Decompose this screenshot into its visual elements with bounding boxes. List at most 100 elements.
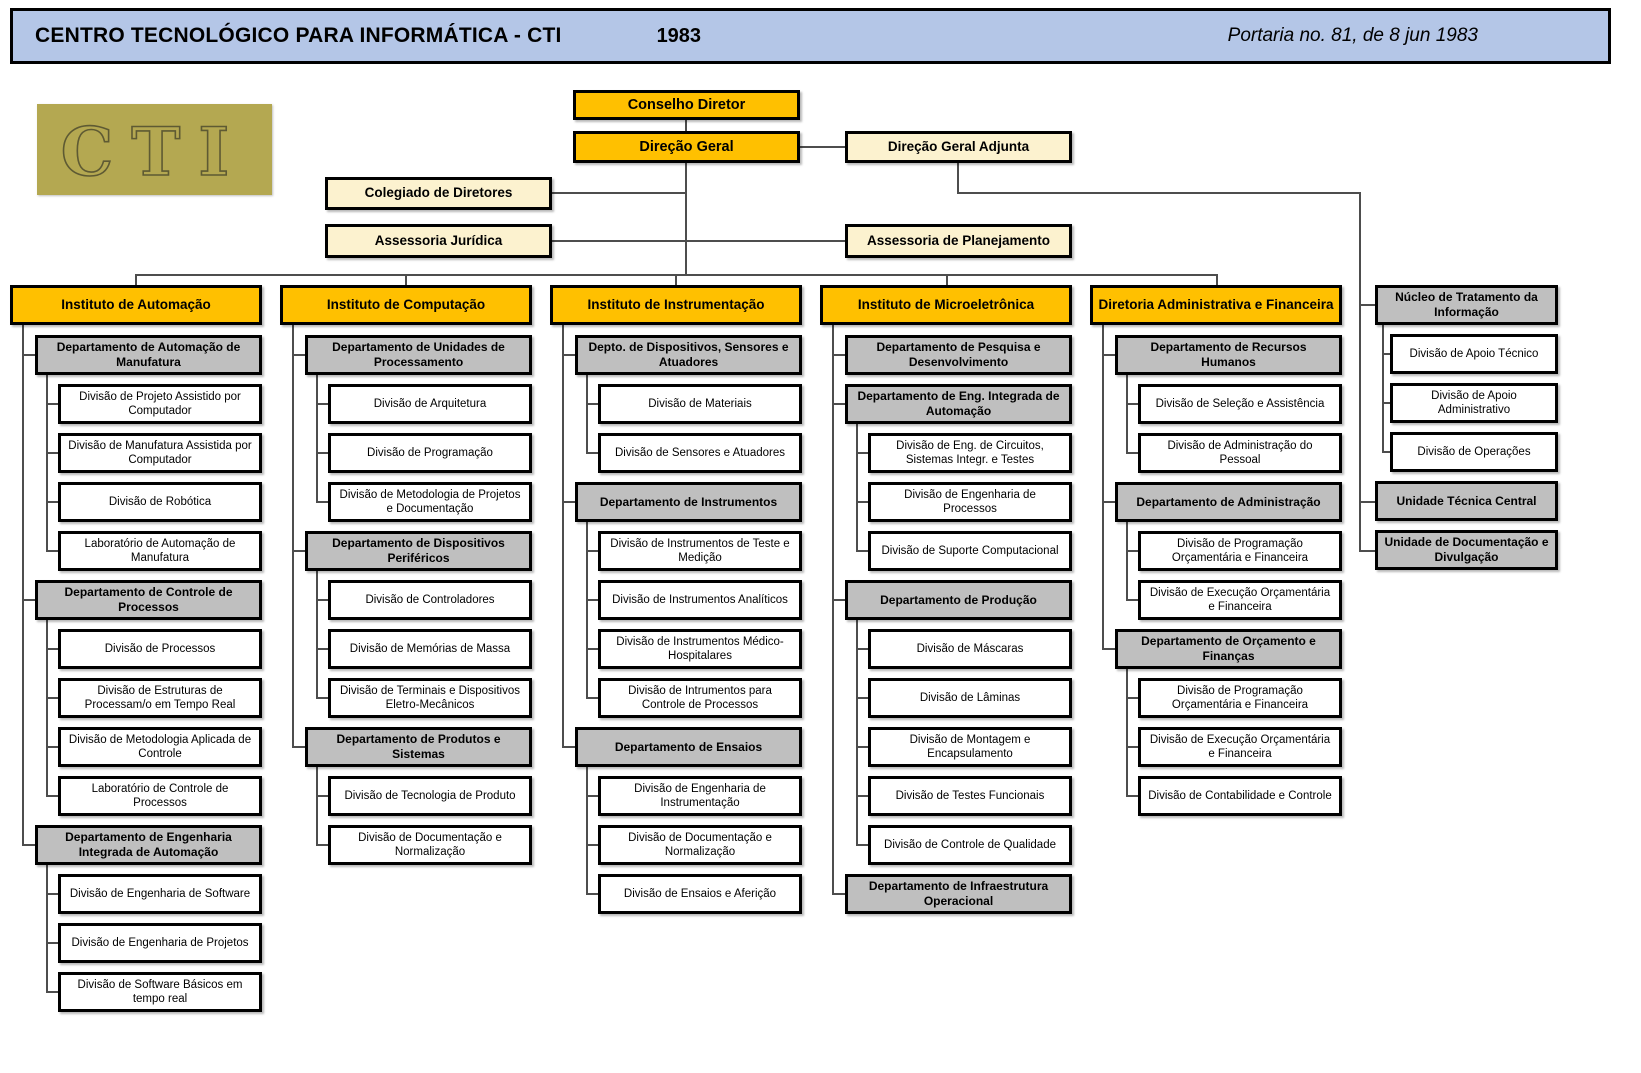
node-assessoria-juridica: Assessoria Jurídica: [325, 224, 552, 258]
org-box-divisao-de-metodologia-de-projetos-e-documentacao: Divisão de Metodologia de Projetos e Doc…: [328, 482, 532, 522]
connector: [22, 844, 35, 846]
org-box-departamento-de-orcamento-e-financas: Departamento de Orçamento e Finanças: [1115, 629, 1342, 669]
org-box-divisao-de-ensaios-e-afericao: Divisão de Ensaios e Aferição: [598, 874, 802, 914]
org-box-divisao-de-tecnologia-de-produto: Divisão de Tecnologia de Produto: [328, 776, 532, 816]
connector: [1126, 452, 1138, 454]
connector: [586, 550, 598, 552]
org-box-divisao-de-eng-de-circuitos-sistemas-integr-e-testes: Divisão de Eng. de Circuitos, Sistemas I…: [868, 433, 1072, 473]
connector: [46, 648, 58, 650]
org-box-laboratorio-de-controle-de-processos: Laboratório de Controle de Processos: [58, 776, 262, 816]
ordinance-note: Portaria no. 81, de 8 jun 1983: [1227, 25, 1478, 46]
connector: [46, 403, 58, 405]
org-box-divisao-de-programacao-orcamentaria-e-financeira: Divisão de Programação Orçamentária e Fi…: [1138, 531, 1342, 571]
org-box-divisao-de-robotica: Divisão de Robótica: [58, 482, 262, 522]
org-box-divisao-de-mascaras: Divisão de Máscaras: [868, 629, 1072, 669]
connector: [316, 501, 328, 503]
org-box-departamento-de-recursos-humanos: Departamento de Recursos Humanos: [1115, 335, 1342, 375]
connector: [586, 452, 598, 454]
org-box-departamento-de-ensaios: Departamento de Ensaios: [575, 727, 802, 767]
connector: [946, 274, 948, 285]
connector: [552, 192, 685, 194]
connector: [46, 452, 58, 454]
connector: [832, 354, 845, 356]
org-box-divisao-de-apoio-tecnico: Divisão de Apoio Técnico: [1390, 334, 1558, 374]
connector: [586, 795, 598, 797]
org-box-divisao-de-documentacao-e-normalizacao: Divisão de Documentação e Normalização: [328, 825, 532, 865]
org-box-divisao-de-apoio-administrativo: Divisão de Apoio Administrativo: [1390, 383, 1558, 423]
org-box-departamento-de-pesquisa-e-desenvolvimento: Departamento de Pesquisa e Desenvolvimen…: [845, 335, 1072, 375]
org-box-divisao-de-materiais: Divisão de Materiais: [598, 384, 802, 424]
org-box-divisao-de-memorias-de-massa: Divisão de Memórias de Massa: [328, 629, 532, 669]
connector: [316, 795, 328, 797]
org-box-divisao-de-execucao-orcamentaria-e-financeira: Divisão de Execução Orçamentária e Finan…: [1138, 727, 1342, 767]
org-box-divisao-de-instrumentos-de-teste-e-medicao: Divisão de Instrumentos de Teste e Mediç…: [598, 531, 802, 571]
org-year: 1983: [656, 24, 702, 47]
connector: [316, 697, 328, 699]
org-box-divisao-de-controle-de-qualidade: Divisão de Controle de Qualidade: [868, 825, 1072, 865]
connector: [1102, 325, 1104, 649]
org-title: CENTRO TECNOLÓGICO PARA INFORMÁTICA - CT…: [35, 24, 562, 47]
connector: [22, 354, 35, 356]
connector: [405, 274, 407, 285]
connector: [586, 375, 588, 453]
connector: [1126, 795, 1138, 797]
connector: [1359, 192, 1361, 552]
connector: [1382, 451, 1390, 453]
org-box-divisao-de-instrumentos-medico-hospitalares: Divisão de Instrumentos Médico-Hospitala…: [598, 629, 802, 669]
connector: [316, 767, 318, 845]
org-box-divisao-de-estruturas-de-processam-o-em-tempo-real: Divisão de Estruturas de Processam/o em …: [58, 678, 262, 718]
connector: [586, 767, 588, 894]
connector: [1359, 304, 1375, 306]
connector: [586, 522, 588, 698]
org-box-divisao-de-intrumentos-para-controle-de-processos: Divisão de Intrumentos para Controle de …: [598, 678, 802, 718]
connector: [856, 795, 868, 797]
connector: [292, 354, 305, 356]
org-box-divisao-de-contabilidade-e-controle: Divisão de Contabilidade e Controle: [1138, 776, 1342, 816]
org-box-unidade-tecnica-central: Unidade Técnica Central: [1375, 481, 1558, 521]
connector: [1102, 501, 1115, 503]
connector: [316, 571, 318, 698]
org-box-divisao-de-engenharia-de-processos: Divisão de Engenharia de Processos: [868, 482, 1072, 522]
svg-text:CTI: CTI: [61, 113, 248, 191]
org-box-divisao-de-operacoes: Divisão de Operações: [1390, 432, 1558, 472]
org-box-departamento-de-produtos-e-sistemas: Departamento de Produtos e Sistemas: [305, 727, 532, 767]
org-box-divisao-de-laminas: Divisão de Lâminas: [868, 678, 1072, 718]
node-direcao-geral: Direção Geral: [573, 131, 800, 163]
org-box-divisao-de-execucao-orcamentaria-e-financeira: Divisão de Execução Orçamentária e Finan…: [1138, 580, 1342, 620]
org-box-divisao-de-programacao: Divisão de Programação: [328, 433, 532, 473]
connector: [552, 240, 845, 242]
connector: [832, 599, 845, 601]
org-box-instituto-de-automacao: Instituto de Automação: [10, 285, 262, 325]
connector: [586, 893, 598, 895]
connector: [586, 648, 598, 650]
connector: [685, 120, 687, 131]
org-box-divisao-de-arquitetura: Divisão de Arquitetura: [328, 384, 532, 424]
connector: [1382, 325, 1384, 452]
cti-logo: CTI: [37, 104, 272, 195]
connector: [800, 146, 845, 148]
org-box-divisao-de-software-basicos-em-tempo-real: Divisão de Software Básicos em tempo rea…: [58, 972, 262, 1012]
connector: [856, 746, 868, 748]
connector: [46, 550, 58, 552]
connector: [586, 697, 598, 699]
connector: [1382, 353, 1390, 355]
org-box-departamento-de-unidades-de-processamento: Departamento de Unidades de Processament…: [305, 335, 532, 375]
node-colegiado-de-diretores: Colegiado de Diretores: [325, 177, 552, 210]
org-box-divisao-de-engenharia-de-software: Divisão de Engenharia de Software: [58, 874, 262, 914]
connector: [1102, 648, 1115, 650]
connector: [292, 325, 294, 747]
connector: [856, 501, 868, 503]
org-box-departamento-de-dispositivos-perifericos: Departamento de Dispositivos Periféricos: [305, 531, 532, 571]
org-box-instituto-de-microeletronica: Instituto de Microeletrônica: [820, 285, 1072, 325]
connector: [856, 620, 858, 845]
connector: [675, 274, 677, 285]
connector: [316, 648, 328, 650]
connector: [46, 991, 58, 993]
org-box-departamento-de-controle-de-processos: Departamento de Controle de Processos: [35, 580, 262, 620]
org-box-nucleo-de-tratamento-da-informacao: Núcleo de Tratamento da Informação: [1375, 285, 1558, 325]
org-box-divisao-de-projeto-assistido-por-computador: Divisão de Projeto Assistido por Computa…: [58, 384, 262, 424]
connector: [1126, 403, 1138, 405]
node-conselho-diretor: Conselho Diretor: [573, 90, 800, 120]
connector: [856, 697, 868, 699]
org-box-instituto-de-instrumentacao: Instituto de Instrumentação: [550, 285, 802, 325]
